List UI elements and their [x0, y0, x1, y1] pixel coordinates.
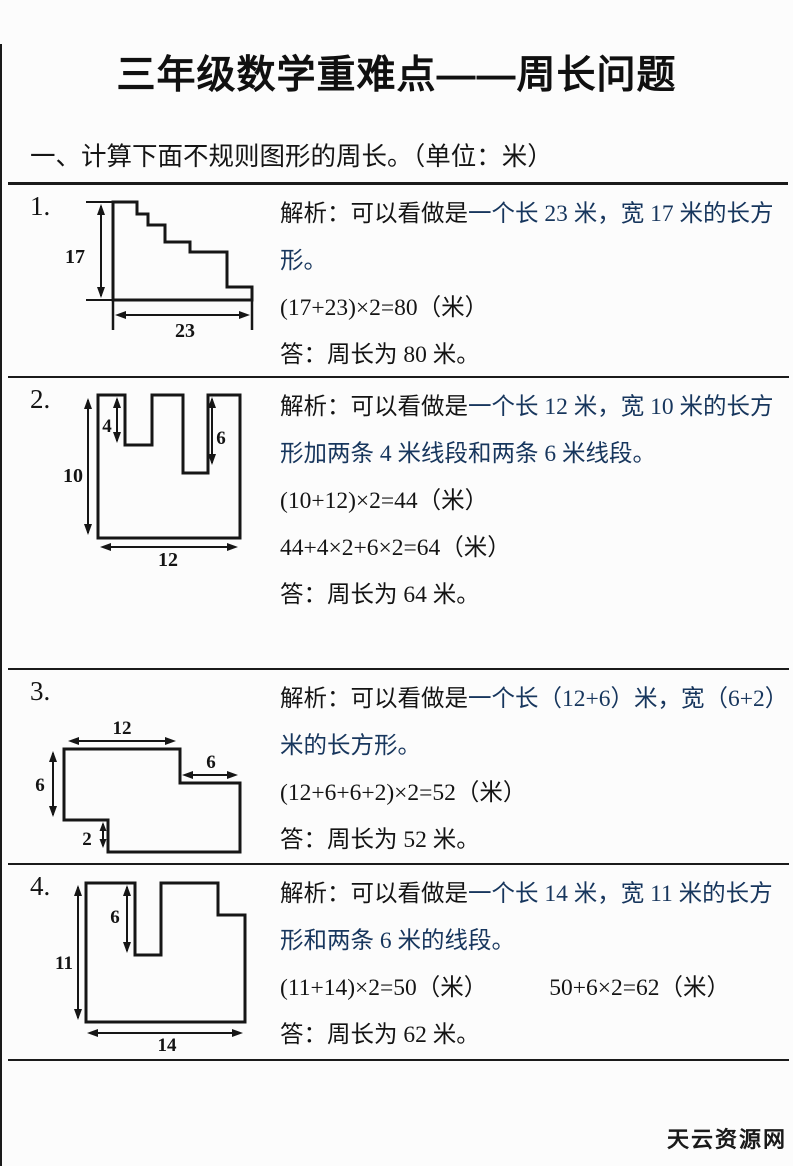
problem-4-figure: 6 11 14	[55, 881, 247, 1055]
answer-line: 答：周长为 62 米。	[280, 1022, 480, 1048]
problem-row-3: 3. 12 6 6 2 解析：可以看做是一个长（12+6）米，宽（6+2）米的长…	[8, 670, 789, 865]
dimension-label-bottom-step: 2	[82, 829, 92, 850]
problem-row-1: 1. 17 23 解析：可以看做是一个长 23 米，宽 17 米的长方形。 (1…	[8, 185, 789, 378]
analysis-text: 解析：可以看做是一个长 14 米，宽 11 米的长方形和两条 6 米的线段。	[280, 871, 783, 965]
analysis-text: 解析：可以看做是一个长 12 米，宽 10 米的长方形加两条 4 米线段和两条 …	[280, 384, 783, 478]
formula-line-pair: (11+14)×2=50（米） 50+6×2=62（米）	[280, 965, 783, 1012]
problem-1-figure: 17 23	[65, 200, 254, 341]
problem-1-number: 1.	[30, 191, 51, 221]
formula-segment: (11+14)×2=50（米）	[280, 975, 488, 1001]
problem-row-2: 2. 4 6 10 12 解析：可以看做是一个长 12 米，宽 10 米的长方形…	[8, 378, 789, 670]
dimension-label-height: 11	[55, 953, 73, 974]
notched-step-rectangle-shape	[84, 881, 247, 1024]
analysis-label: 解析：可以看做是	[280, 394, 468, 420]
dimension-label-width: 14	[158, 1035, 178, 1055]
dimension-label-width: 12	[158, 549, 178, 571]
answer-line: 答：周长为 80 米。	[280, 342, 480, 368]
problem-4-figure-cell: 4. 6 11 14	[8, 865, 280, 1059]
problem-3-figure: 12 6 6 2	[35, 718, 242, 854]
dimension-label-notch-right: 6	[216, 428, 226, 449]
problem-2-figure: 4 6 10 12	[63, 393, 242, 571]
notched-rectangle-shape	[96, 393, 242, 540]
analysis-label: 解析：可以看做是	[280, 201, 468, 227]
dimension-label-notch-depth: 6	[110, 907, 120, 928]
section-heading: 一、计算下面不规则图形的周长。（单位：米）	[8, 136, 788, 185]
dimension-label-top-width: 12	[113, 718, 132, 739]
problem-2-figure-cell: 2. 4 6 10 12	[8, 378, 280, 668]
problem-1-figure-cell: 1. 17 23	[8, 185, 280, 376]
problem-2-number: 2.	[30, 384, 51, 414]
double-step-shape	[62, 747, 242, 854]
formula-line: (10+12)×2=44（米）	[280, 488, 489, 514]
problem-2-solution: 解析：可以看做是一个长 12 米，宽 10 米的长方形加两条 4 米线段和两条 …	[280, 378, 789, 668]
problem-row-4: 4. 6 11 14 解析：可以看做是一个长 14 米，宽 11 米的长方形和两…	[8, 865, 789, 1061]
staircase-shape	[111, 200, 254, 302]
analysis-text: 解析：可以看做是一个长 23 米，宽 17 米的长方形。	[280, 191, 783, 285]
analysis-label: 解析：可以看做是	[280, 881, 468, 907]
dimension-label-height: 17	[65, 246, 85, 268]
analysis-highlight: 一个长 23 米，宽 17 米的长方形。	[280, 201, 774, 274]
problem-4-number: 4.	[30, 871, 51, 901]
dimension-label-notch-left: 4	[102, 416, 112, 437]
answer-line: 答：周长为 64 米。	[280, 582, 480, 608]
answer-line: 答：周长为 52 米。	[280, 827, 480, 853]
page-left-border	[0, 44, 2, 1166]
analysis-highlight: 一个长 14 米，宽 11 米的长方形和两条 6 米的线段。	[280, 881, 773, 954]
formula-line: 44+4×2+6×2=64（米）	[280, 535, 511, 561]
formula-line: (17+23)×2=80（米）	[280, 295, 489, 321]
dimension-label-right-extension: 6	[206, 752, 216, 773]
worksheet-page: { "page": { "title": "三年级数学重难点——周长问题", "…	[0, 44, 793, 1166]
analysis-highlight: 一个长（12+6）米，宽（6+2）米的长方形。	[280, 686, 777, 759]
formula-line: (12+6+6+2)×2=52（米）	[280, 780, 527, 806]
dimension-label-height: 10	[63, 465, 83, 487]
dimension-label-left-height: 6	[35, 775, 45, 796]
problem-1-solution: 解析：可以看做是一个长 23 米，宽 17 米的长方形。 (17+23)×2=8…	[280, 185, 789, 376]
analysis-highlight: 一个长 12 米，宽 10 米的长方形加两条 4 米线段和两条 6 米线段。	[280, 394, 774, 467]
problem-3-figure-cell: 3. 12 6 6 2	[8, 670, 280, 863]
problem-4-solution: 解析：可以看做是一个长 14 米，宽 11 米的长方形和两条 6 米的线段。 (…	[280, 865, 789, 1059]
page-title: 三年级数学重难点——周长问题	[116, 54, 677, 97]
problem-3-number: 3.	[30, 676, 51, 706]
analysis-text: 解析：可以看做是一个长（12+6）米，宽（6+2）米的长方形。	[280, 676, 783, 770]
problem-3-solution: 解析：可以看做是一个长（12+6）米，宽（6+2）米的长方形。 (12+6+6+…	[280, 670, 789, 863]
watermark: 天云资源网	[666, 1127, 787, 1152]
formula-segment: 50+6×2=62（米）	[549, 975, 731, 1001]
dimension-label-width: 23	[175, 320, 195, 341]
analysis-label: 解析：可以看做是	[280, 686, 468, 712]
